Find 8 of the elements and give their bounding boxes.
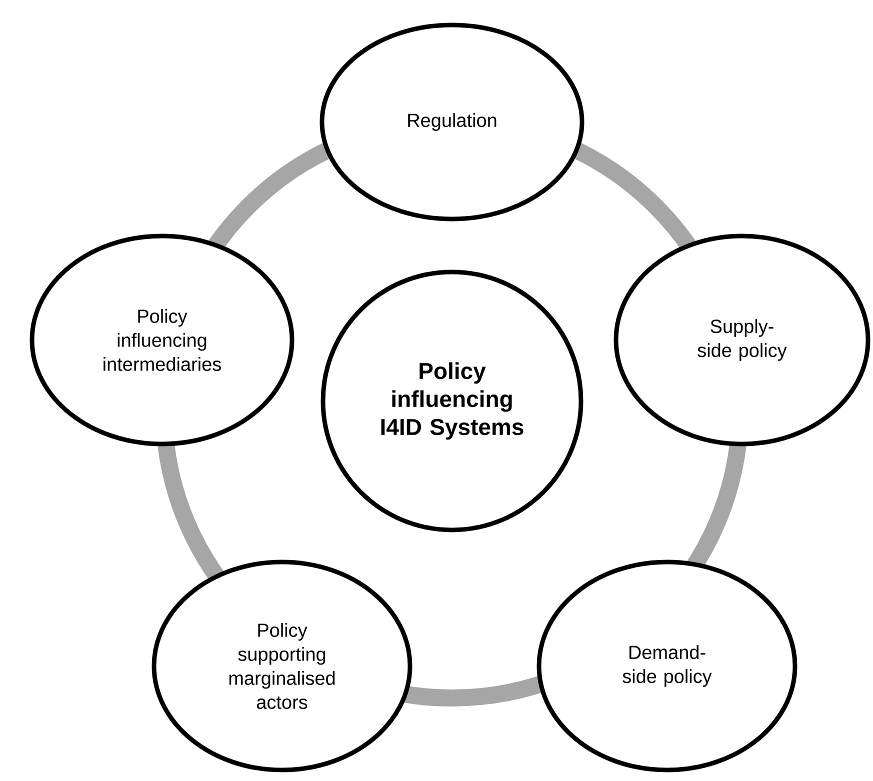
ellipse-node: Policy supporting marginalised actors xyxy=(152,560,412,772)
node-label: Demand-side policy xyxy=(622,645,712,687)
node-label: Supply-side policy xyxy=(698,319,787,361)
node-label: Policy supporting marginalised actors xyxy=(229,623,335,709)
ellipse-node: Supply-side policy xyxy=(614,234,870,446)
ellipse-node: Policy influencing intermediaries xyxy=(30,234,294,446)
ellipse-node: Regulation xyxy=(320,22,584,222)
ellipse-node: Demand-side policy xyxy=(536,560,798,772)
